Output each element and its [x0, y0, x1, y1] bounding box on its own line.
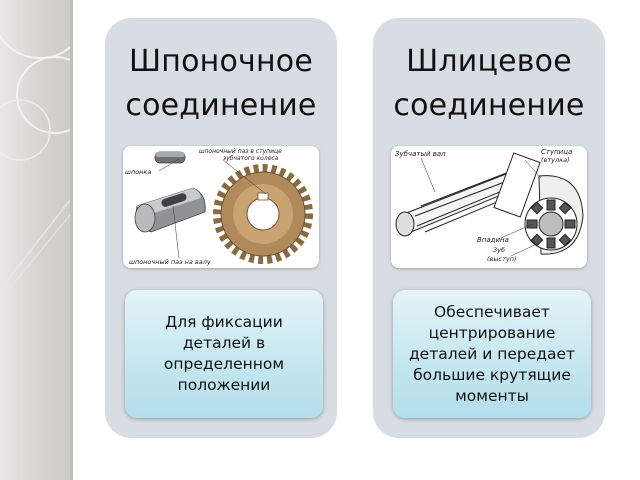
label-hub-slot-2: зубчатого колеса — [223, 155, 279, 162]
label-hub: Ступица — [541, 148, 572, 156]
hub-part — [524, 175, 584, 255]
panel-key-joint: Шпоночное соединение — [105, 18, 337, 438]
panel-title-key-joint: Шпоночное соединение — [105, 40, 337, 128]
title-line: соединение — [393, 88, 585, 123]
caption-line: большие крутящие — [413, 365, 571, 384]
caption-line: положении — [177, 376, 271, 394]
caption-line: Обеспечивает — [434, 302, 550, 321]
spline-joint-drawing: Зубчатый вал Ступица (втулка) Впадина Зу… — [395, 148, 584, 263]
label-tooth: Зуб — [493, 246, 505, 254]
title-line: Шпоночное — [129, 44, 313, 79]
panel-title-spline-joint: Шлицевое соединение — [373, 40, 605, 128]
label-toothed-shaft: Зубчатый вал — [395, 150, 446, 158]
splined-shaft-part — [395, 152, 541, 237]
gear-part — [213, 164, 313, 264]
panel-spline-joint: Шлицевое соединение — [373, 18, 605, 438]
caption-key-joint: Для фиксации деталей в определенном поло… — [125, 290, 323, 418]
shaft-part — [134, 187, 206, 233]
label-hub-slot: шпоночный паз в ступице — [199, 148, 282, 155]
label-hub-sleeve: (втулка) — [541, 156, 570, 164]
key-part — [154, 151, 186, 164]
caption-text: Для фиксации деталей в определенном поло… — [154, 312, 294, 396]
caption-spline-joint: Обеспечивает центрирование деталей и пер… — [393, 290, 591, 418]
key-joint-illustration: шпонка шпоночный паз в ступице зубчатого… — [123, 146, 319, 268]
label-groove: Впадина — [477, 236, 509, 244]
label-tooth-protrusion: (выступ) — [487, 255, 517, 263]
title-line: соединение — [125, 88, 317, 123]
caption-line: определенном — [163, 355, 285, 373]
label-key: шпонка — [125, 168, 151, 176]
key-joint-drawing: шпонка шпоночный паз в ступице зубчатого… — [125, 148, 313, 266]
spline-joint-illustration: Зубчатый вал Ступица (втулка) Впадина Зу… — [391, 146, 587, 268]
caption-line: деталей и передает — [408, 344, 576, 363]
strip-edge — [70, 0, 73, 480]
caption-line: Для фиксации — [165, 313, 283, 331]
caption-line: центрирование — [428, 323, 556, 342]
title-line: Шлицевое — [406, 44, 572, 79]
left-decorative-strip — [0, 0, 70, 480]
caption-line: моменты — [455, 386, 529, 405]
decorative-circles — [0, 34, 70, 301]
caption-text: Обеспечивает центрирование деталей и пер… — [399, 302, 585, 407]
caption-line: деталей в — [182, 334, 266, 352]
label-shaft-slot: шпоночный паз на валу — [129, 258, 211, 266]
